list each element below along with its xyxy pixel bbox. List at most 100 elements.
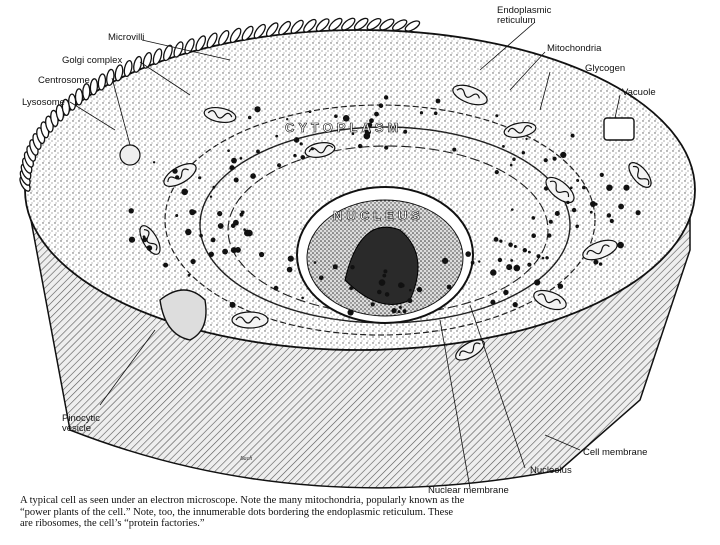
ribosome-dot <box>508 242 513 247</box>
ribosome-dot <box>198 176 201 179</box>
ribosome-dot <box>212 186 215 189</box>
ribosome-dot <box>277 163 281 167</box>
ribosome-dot <box>222 249 228 255</box>
label-golgi-complex: Golgi complex <box>62 56 122 66</box>
label-nucleolus: Nucleolus <box>530 466 572 476</box>
label-pinocytic-line2: vesicle <box>62 424 91 434</box>
ribosome-dot <box>240 157 243 160</box>
ribosome-dot <box>527 263 531 267</box>
ribosome-dot <box>506 264 512 270</box>
label-vacuole: Vacuole <box>622 88 656 98</box>
ribosome-dot <box>555 211 560 216</box>
ribosome-dot <box>294 137 300 143</box>
ribosome-dot <box>522 151 525 154</box>
ribosome-dot <box>231 158 237 164</box>
ribosome-dot <box>231 223 236 228</box>
ribosome-dot <box>623 185 629 191</box>
ribosome-dot <box>246 230 253 237</box>
ribosome-dot <box>230 302 236 308</box>
ribosome-dot <box>334 114 338 118</box>
ribosome-dot <box>549 220 553 224</box>
label-mitochondria: Mitochondria <box>547 44 601 54</box>
ribosome-dot <box>531 233 536 238</box>
ribosome-dot <box>590 211 593 214</box>
ribosome-dot <box>129 237 135 243</box>
ribosome-dot <box>502 145 505 148</box>
ribosome-dot <box>560 152 566 158</box>
ribosome-dot <box>582 186 586 190</box>
ribosome-dot <box>300 142 303 145</box>
ribosome-dot <box>403 309 407 313</box>
ribosome-dot <box>377 290 382 295</box>
vacuole-shape <box>604 118 634 140</box>
ribosome-dot <box>452 148 456 152</box>
ribosome-dot <box>129 208 134 213</box>
ribosome-dot <box>498 258 502 262</box>
ribosome-dot <box>494 237 499 242</box>
ribosome-dot <box>503 290 508 295</box>
ribosome-dot <box>248 116 251 119</box>
ribosome-dot <box>379 103 384 108</box>
ribosome-dot <box>607 213 611 217</box>
microvillus <box>68 94 76 110</box>
ribosome-dot <box>250 173 256 179</box>
ribosome-dot <box>547 233 551 237</box>
ribosome-dot <box>617 242 624 249</box>
ribosome-dot <box>537 254 541 258</box>
ribosome-dot <box>185 229 191 235</box>
ribosome-dot <box>210 196 212 198</box>
ribosome-dot <box>287 267 293 273</box>
ribosome-dot <box>478 260 480 262</box>
ribosome-dot <box>553 157 557 161</box>
ribosome-dot <box>275 135 278 138</box>
ribosome-dot <box>409 289 412 292</box>
ribosome-dot <box>401 284 405 288</box>
ribosome-dot <box>288 256 294 262</box>
ribosome-dot <box>571 134 575 138</box>
ribosome-dot <box>374 112 379 117</box>
label-microvilli: Microvilli <box>108 33 144 43</box>
ribosome-dot <box>618 204 624 210</box>
ribosome-dot <box>227 149 230 152</box>
ribosome-dot <box>600 173 604 177</box>
ribosome-dot <box>523 248 527 252</box>
ribosome-dot <box>532 216 536 220</box>
ribosome-dot <box>153 161 155 163</box>
ribosome-dot <box>575 225 579 229</box>
ribosome-dot <box>490 269 496 275</box>
ribosome-dot <box>383 269 387 273</box>
microvillus <box>76 89 83 105</box>
ribosome-dot <box>254 106 260 112</box>
ribosome-dot <box>349 286 353 290</box>
ribosome-dot <box>293 154 296 157</box>
ribosome-dot <box>510 164 513 167</box>
ribosome-dot <box>528 251 531 254</box>
ribosome-dot <box>465 251 471 257</box>
ribosome-dot <box>495 170 499 174</box>
label-er-line2: reticulum <box>497 16 536 26</box>
microvillus <box>83 84 91 100</box>
ribosome-dot <box>510 259 513 262</box>
ribosome-dot <box>499 240 502 243</box>
figure-caption: A typical cell as seen under an electron… <box>20 495 710 530</box>
ribosome-dot <box>558 284 563 289</box>
ribosome-dot <box>417 287 422 292</box>
ribosome-dot <box>513 302 518 307</box>
ribosome-dot <box>311 147 314 150</box>
ribosome-dot <box>545 256 548 259</box>
ribosome-dot <box>434 112 438 116</box>
ribosome-dot <box>384 146 388 150</box>
label-lysosome: Lysosome <box>22 98 65 108</box>
ribosome-dot <box>172 168 177 173</box>
ribosome-dot <box>511 208 514 211</box>
ribosome-dot <box>382 274 386 278</box>
ribosome-dot <box>572 208 576 212</box>
ribosome-dot <box>147 245 153 251</box>
centrosome-shape <box>120 145 140 165</box>
ribosome-dot <box>403 130 407 134</box>
ribosome-dot <box>229 165 234 170</box>
ribosome-dot <box>512 158 515 161</box>
ribosome-dot <box>209 252 214 257</box>
ribosome-dot <box>525 138 527 140</box>
